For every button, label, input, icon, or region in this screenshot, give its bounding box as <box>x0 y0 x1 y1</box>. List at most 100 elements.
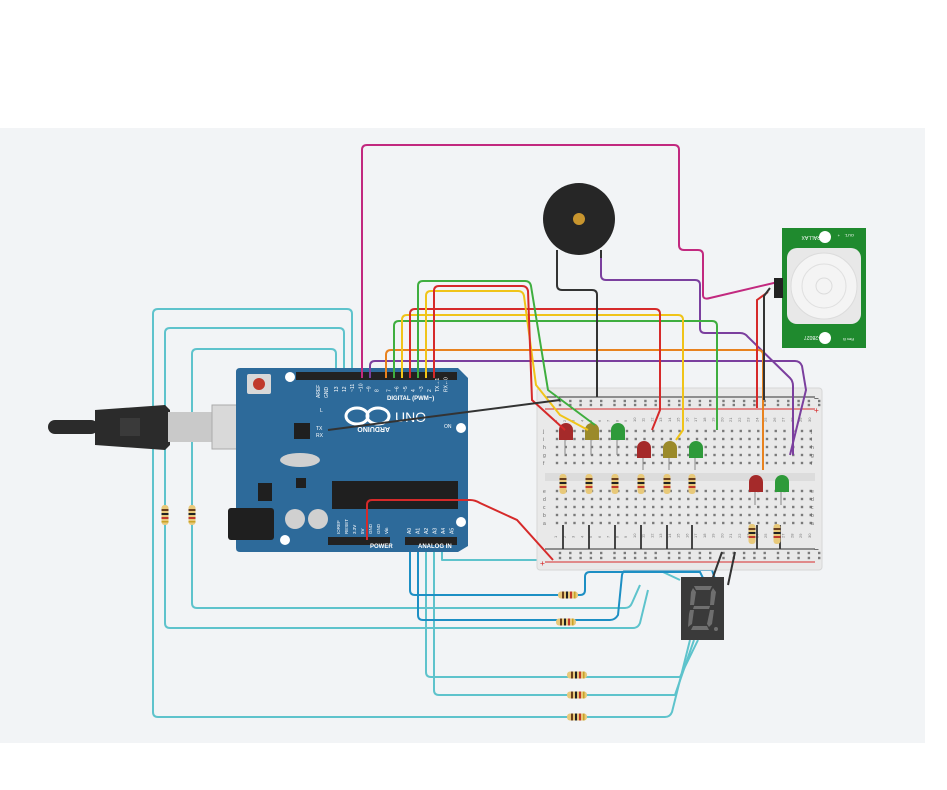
rail-hole[interactable] <box>613 556 616 560</box>
breadboard-hole[interactable] <box>660 513 664 517</box>
breadboard-hole[interactable] <box>800 489 804 493</box>
breadboard-hole[interactable] <box>652 461 655 465</box>
breadboard-hole[interactable] <box>669 513 672 517</box>
rail-hole[interactable] <box>807 551 811 555</box>
breadboard-hole[interactable] <box>617 461 620 465</box>
breadboard-hole[interactable] <box>695 461 699 465</box>
breadboard-hole[interactable] <box>748 521 751 525</box>
breadboard-hole[interactable] <box>660 489 664 493</box>
breadboard-hole[interactable] <box>573 513 576 517</box>
reset-button-cap[interactable] <box>253 378 265 390</box>
breadboard-hole[interactable] <box>582 497 585 501</box>
breadboard-hole[interactable] <box>748 437 751 441</box>
breadboard-hole[interactable] <box>704 521 707 525</box>
breadboard-hole[interactable] <box>643 521 646 525</box>
breadboard-hole[interactable] <box>555 453 559 457</box>
breadboard-hole[interactable] <box>704 513 707 517</box>
breadboard-hole[interactable] <box>555 489 559 493</box>
rail-hole[interactable] <box>797 556 800 560</box>
breadboard-hole[interactable] <box>730 429 734 433</box>
rail-hole[interactable] <box>763 399 766 403</box>
rail-hole[interactable] <box>709 399 712 403</box>
breadboard-hole[interactable] <box>809 521 812 525</box>
breadboard-hole[interactable] <box>625 489 629 493</box>
breadboard-hole[interactable] <box>625 445 629 449</box>
breadboard-hole[interactable] <box>783 445 786 449</box>
rail-hole[interactable] <box>698 551 702 555</box>
breadboard-hole[interactable] <box>739 429 742 433</box>
breadboard-hole[interactable] <box>573 521 576 525</box>
breadboard-hole[interactable] <box>625 453 629 457</box>
rail-hole[interactable] <box>569 551 572 555</box>
breadboard-hole[interactable] <box>800 429 804 433</box>
breadboard-hole[interactable] <box>573 497 576 501</box>
breadboard-hole[interactable] <box>669 505 672 509</box>
breadboard-hole[interactable] <box>739 521 742 525</box>
breadboard-hole[interactable] <box>730 521 734 525</box>
breadboard-hole[interactable] <box>748 445 751 449</box>
rail-hole[interactable] <box>807 556 811 560</box>
breadboard-hole[interactable] <box>643 437 646 441</box>
breadboard-hole[interactable] <box>608 461 611 465</box>
breadboard-hole[interactable] <box>695 429 699 433</box>
rail-hole[interactable] <box>776 399 780 403</box>
breadboard-hole[interactable] <box>774 461 777 465</box>
breadboard-hole[interactable] <box>730 445 734 449</box>
breadboard-hole[interactable] <box>783 437 786 441</box>
breadboard-hole[interactable] <box>660 461 664 465</box>
rail-hole[interactable] <box>644 551 647 555</box>
breadboard-hole[interactable] <box>678 513 681 517</box>
wire-black-7seg-2[interactable] <box>711 551 723 581</box>
breadboard-hole[interactable] <box>722 489 725 493</box>
wire-magenta-pir-out[interactable] <box>361 144 779 378</box>
wire-black-buzzer[interactable] <box>556 255 598 397</box>
breadboard-hole[interactable] <box>669 489 672 493</box>
breadboard-holes[interactable] <box>555 399 821 560</box>
breadboard-hole[interactable] <box>792 505 795 509</box>
rail-hole[interactable] <box>742 403 746 407</box>
breadboard-hole[interactable] <box>757 513 760 517</box>
breadboard-hole[interactable] <box>722 437 725 441</box>
breadboard-hole[interactable] <box>800 505 804 509</box>
breadboard-hole[interactable] <box>590 445 594 449</box>
breadboard-hole[interactable] <box>765 521 769 525</box>
rail-hole[interactable] <box>654 399 657 403</box>
rail-hole[interactable] <box>763 551 766 555</box>
breadboard-hole[interactable] <box>582 437 585 441</box>
breadboard-hole[interactable] <box>599 453 602 457</box>
breadboard-hole[interactable] <box>660 453 664 457</box>
breadboard-hole[interactable] <box>783 513 786 517</box>
breadboard-hole[interactable] <box>800 461 804 465</box>
breadboard-hole[interactable] <box>757 521 760 525</box>
breadboard-hole[interactable] <box>713 461 716 465</box>
breadboard-hole[interactable] <box>809 445 812 449</box>
breadboard-hole[interactable] <box>739 505 742 509</box>
breadboard-hole[interactable] <box>643 429 646 433</box>
breadboard-hole[interactable] <box>687 489 690 493</box>
breadboard-hole[interactable] <box>590 497 594 501</box>
breadboard-hole[interactable] <box>634 445 637 449</box>
breadboard-hole[interactable] <box>669 461 672 465</box>
breadboard-hole[interactable] <box>765 505 769 509</box>
breadboard-hole[interactable] <box>608 497 611 501</box>
breadboard-hole[interactable] <box>774 513 777 517</box>
breadboard-hole[interactable] <box>652 453 655 457</box>
breadboard-hole[interactable] <box>765 461 769 465</box>
rail-hole[interactable] <box>633 403 637 407</box>
breadboard-hole[interactable] <box>652 489 655 493</box>
rail-hole[interactable] <box>818 556 821 560</box>
rail-hole[interactable] <box>753 551 756 555</box>
breadboard-hole[interactable] <box>625 437 629 441</box>
breadboard-hole[interactable] <box>687 505 690 509</box>
breadboard-hole[interactable] <box>608 521 611 525</box>
leds[interactable] <box>559 423 789 505</box>
breadboard-hole[interactable] <box>634 505 637 509</box>
rail-hole[interactable] <box>722 399 725 403</box>
breadboard-hole[interactable] <box>722 513 725 517</box>
breadboard-hole[interactable] <box>687 437 690 441</box>
rail-hole[interactable] <box>654 403 657 407</box>
rail-hole[interactable] <box>667 399 671 403</box>
breadboard-hole[interactable] <box>564 497 567 501</box>
rail-hole[interactable] <box>698 399 702 403</box>
breadboard-hole[interactable] <box>660 429 664 433</box>
